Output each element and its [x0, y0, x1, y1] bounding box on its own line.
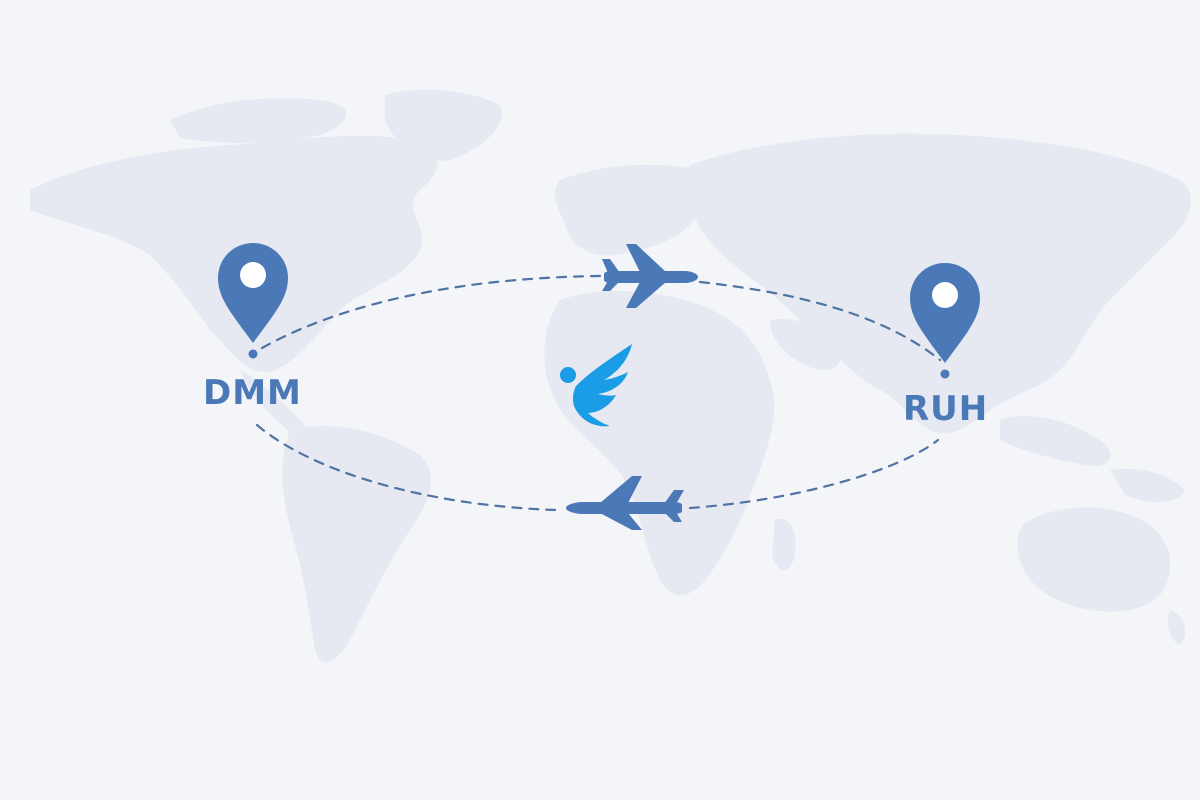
africa-shape: [544, 290, 775, 595]
southeast-asia-islands-shape: [1000, 416, 1111, 466]
origin-pin-icon: [218, 243, 288, 359]
australia-shape: [1017, 507, 1171, 612]
return-route-left: [255, 423, 557, 512]
central-america-shape: [240, 370, 305, 435]
outbound-route-right: [698, 280, 942, 362]
destination-pin-icon: [910, 263, 980, 379]
arabia-shape: [770, 319, 841, 370]
brand-logo-icon: [560, 344, 632, 427]
origin-airport-code: DMM: [203, 373, 302, 413]
return-airplane-icon: [566, 476, 684, 530]
outbound-airplane-icon: [602, 244, 698, 308]
greenland-shape: [385, 89, 502, 161]
new-zealand-shape: [1168, 610, 1186, 645]
route-paths: [255, 274, 942, 512]
europe-shape: [554, 164, 709, 256]
destination-airport-code: RUH: [903, 389, 989, 429]
outbound-route-left: [260, 274, 602, 350]
south-america-shape: [282, 426, 431, 663]
arctic-islands-shape: [170, 98, 347, 143]
new-guinea-shape: [1110, 468, 1185, 502]
madagascar-shape: [772, 519, 796, 570]
return-route-right: [688, 438, 940, 510]
